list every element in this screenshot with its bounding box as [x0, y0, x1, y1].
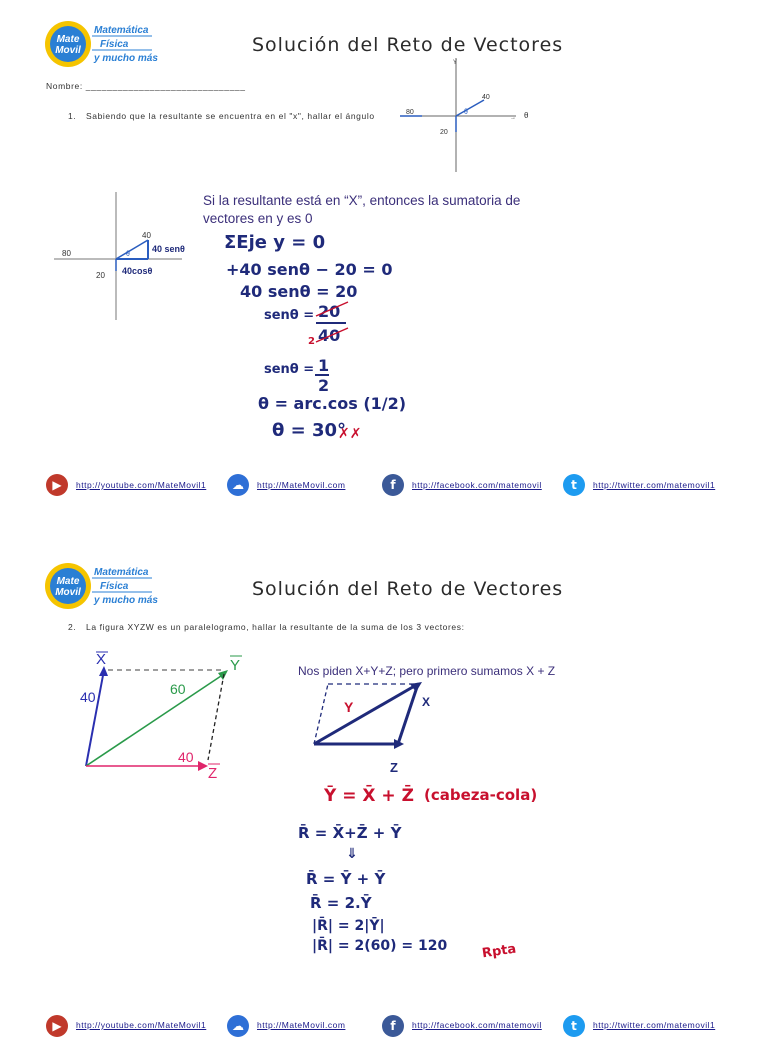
- p2-step-1: R̄ = X̄+Z̄ + Ȳ: [298, 824, 402, 842]
- problem2-text: La figura XYZW es un paralelogramo, hall…: [86, 622, 465, 632]
- answer-check-mark: ✗✗: [338, 426, 362, 442]
- parallelogram-diagram: X Y Z 40 60 40: [80, 651, 242, 782]
- theta-outside: θ: [524, 111, 529, 120]
- label-y: Y: [230, 657, 240, 674]
- twitter-link-2[interactable]: http://twitter.com/matemovil1: [593, 1020, 716, 1030]
- twitter-link[interactable]: http://twitter.com/matemovil1: [593, 480, 716, 490]
- name-field-label: Nombre: ______________________________: [46, 81, 246, 91]
- youtube-icon[interactable]: ▶: [46, 474, 68, 496]
- p2-rpta: Rpta: [481, 941, 518, 962]
- label-20: 20: [440, 129, 448, 136]
- axis-x-arrow: →: [510, 115, 516, 121]
- label-40b: 40: [178, 749, 194, 765]
- logo-line1: Matemática: [94, 25, 149, 36]
- problem1-explanation: Si la resultante está en “X”, entonces l…: [203, 193, 521, 226]
- facebook-icon-2[interactable]: f: [382, 1015, 404, 1037]
- vector-40: [455, 99, 485, 117]
- label-40a: 40: [80, 689, 96, 705]
- label-80: 80: [406, 109, 414, 116]
- svg-text:Física: Física: [100, 581, 129, 592]
- step-3: 40 senθ = 20: [240, 282, 358, 301]
- small-parallelogram: Y X Z: [313, 682, 430, 775]
- problem2-explanation: Nos piden X+Y+Z; pero primero sumamos X …: [298, 664, 556, 678]
- label-z: Z: [208, 765, 217, 782]
- page-title: Solución del Reto de Vectores: [252, 34, 564, 56]
- frac1-line: [316, 322, 346, 324]
- problem-number: 1.: [68, 111, 77, 121]
- label-theta: θ: [464, 109, 468, 116]
- frac1-side: 2: [308, 336, 315, 347]
- small-label-z: Z: [390, 760, 398, 775]
- twitter-icon-2[interactable]: t: [563, 1015, 585, 1037]
- website-link-2[interactable]: http://MateMovil.com: [257, 1020, 346, 1030]
- left-cos-label: 40cosθ: [122, 266, 153, 276]
- logo-line2: Física: [100, 39, 129, 50]
- svg-text:Movil: Movil: [55, 587, 81, 598]
- problem1-axes-diagram: Y → 40 80 20 θ θ: [400, 58, 529, 172]
- logo-badge-bottom: Movil: [55, 45, 81, 56]
- p2-step-5: |R̄| = 2(60) = 120: [312, 938, 448, 954]
- step-5: senθ =: [264, 362, 315, 377]
- frac-cancel-marks: [315, 301, 349, 343]
- left-theta: θ: [126, 251, 130, 258]
- step-1: ΣEje y = 0: [224, 232, 326, 253]
- youtube-icon-2[interactable]: ▶: [46, 1015, 68, 1037]
- logo-graphic-2: Mate Movil Matemática Física y mucho más: [45, 563, 158, 609]
- step-4: senθ =: [264, 308, 315, 323]
- problem1-solution-diagram: 40 80 20 40 senθ 40cosθ θ: [54, 192, 185, 320]
- equation-1: Ȳ = X̄ + Z̄: [324, 786, 414, 806]
- facebook-link[interactable]: http://facebook.com/matemovil: [412, 480, 542, 490]
- left-label-20: 20: [96, 271, 105, 280]
- step-7: θ = 30°: [272, 420, 347, 441]
- step-2: +40 senθ − 20 = 0: [226, 260, 393, 279]
- svg-text:Matemática: Matemática: [94, 567, 149, 578]
- label-60: 60: [170, 681, 186, 697]
- logo-line3: y mucho más: [93, 53, 158, 64]
- frac2-den: 2: [318, 376, 330, 395]
- left-label-40: 40: [142, 231, 151, 240]
- problem2-number: 2.: [68, 622, 77, 632]
- matemovil-logo: Mate Movil Matemática Física y mucho más: [44, 20, 164, 70]
- youtube-link[interactable]: http://youtube.com/MateMovil1: [76, 480, 207, 490]
- cloud-icon-2[interactable]: ☁: [227, 1015, 249, 1037]
- p2-step-3: R̄ = 2.Ȳ: [310, 894, 372, 912]
- p2-arrow: ⇓: [346, 846, 358, 862]
- svg-text:Mate: Mate: [57, 576, 80, 587]
- page-title-2: Solución del Reto de Vectores: [252, 578, 564, 600]
- problem-text: Sabiendo que la resultante se encuentra …: [86, 111, 375, 121]
- label-x: X: [96, 651, 106, 668]
- frac1-num: 20: [318, 302, 341, 321]
- left-label-80: 80: [62, 249, 71, 258]
- p2-step-2: R̄ = Ȳ + Ȳ: [306, 870, 386, 888]
- small-label-y: Y: [344, 699, 354, 715]
- p2-step-4: |R̄| = 2|Ȳ|: [312, 918, 385, 934]
- frac2-line: [315, 374, 329, 376]
- axis-y-label: Y: [453, 60, 457, 66]
- step-6: θ = arc.cos (1/2): [258, 394, 407, 413]
- website-link[interactable]: http://MateMovil.com: [257, 480, 346, 490]
- left-sen-label: 40 senθ: [152, 244, 185, 254]
- youtube-link-2[interactable]: http://youtube.com/MateMovil1: [76, 1020, 207, 1030]
- logo-graphic: Mate Movil Matemática Física y mucho más: [45, 21, 158, 67]
- cloud-icon[interactable]: ☁: [227, 474, 249, 496]
- twitter-icon[interactable]: t: [563, 474, 585, 496]
- facebook-link-2[interactable]: http://facebook.com/matemovil: [412, 1020, 542, 1030]
- label-40: 40: [482, 94, 490, 101]
- frac2-num: 1: [318, 356, 330, 375]
- equation-1-note: (cabeza-cola): [424, 786, 538, 804]
- facebook-icon[interactable]: f: [382, 474, 404, 496]
- small-label-x: X: [422, 695, 430, 709]
- svg-text:y mucho más: y mucho más: [93, 595, 158, 606]
- matemovil-logo-2: Mate Movil Matemática Física y mucho más: [44, 562, 164, 612]
- logo-badge-top: Mate: [57, 34, 80, 45]
